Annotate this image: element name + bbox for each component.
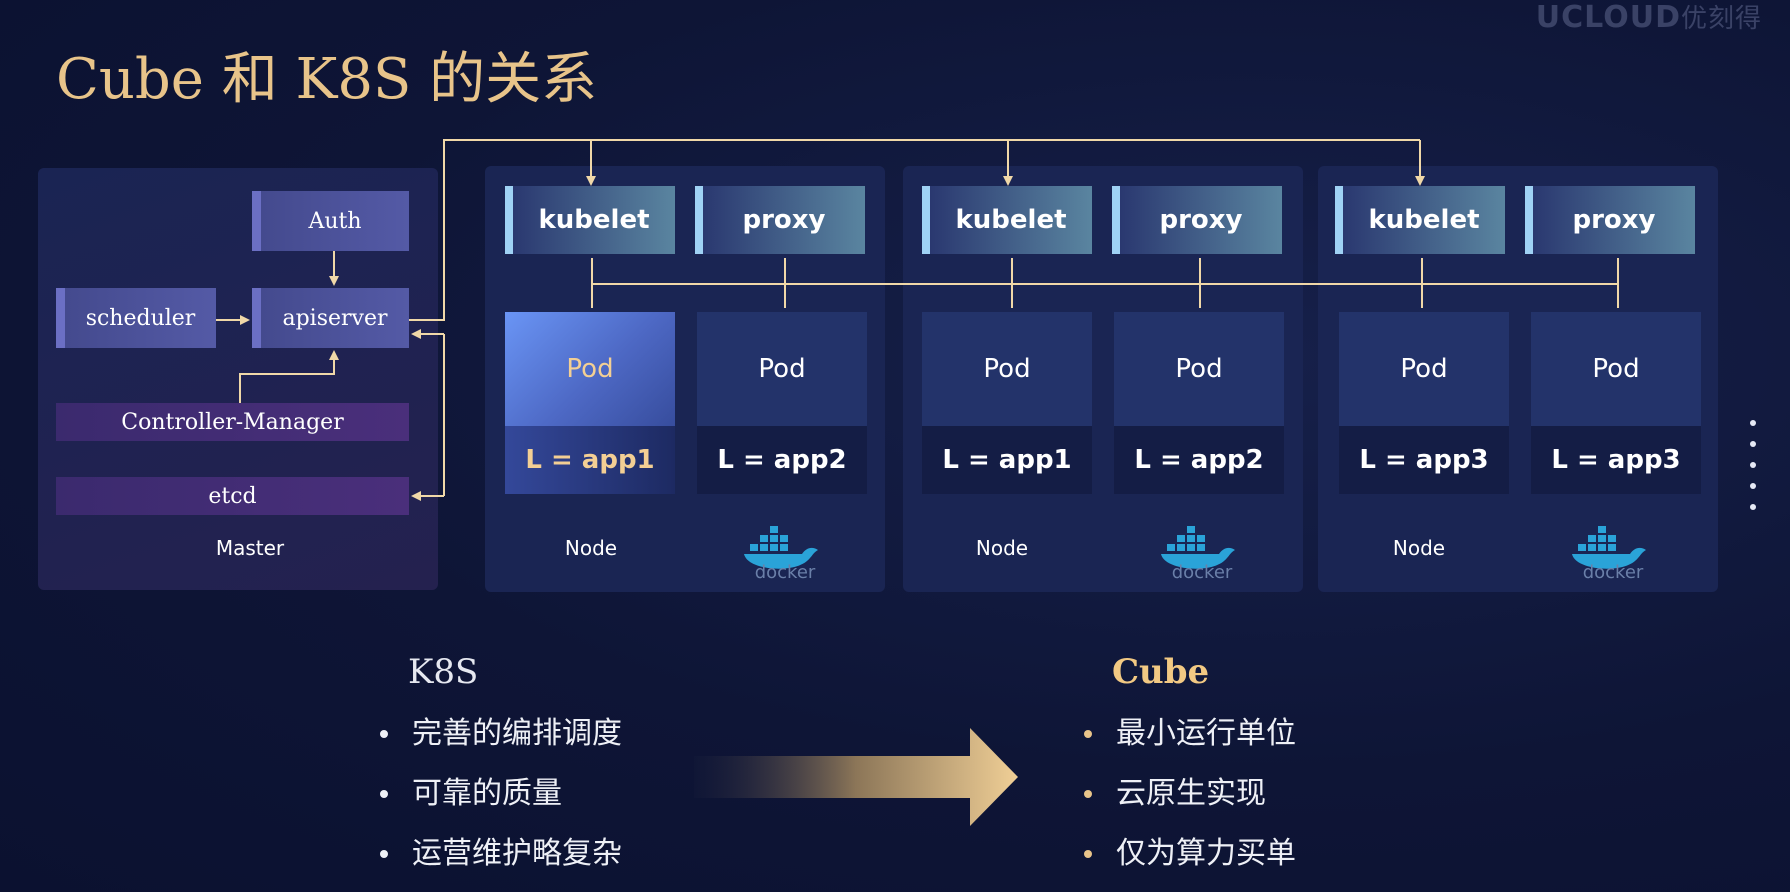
cube-title: Cube [1112,652,1210,692]
kubelet-box-2: kubelet [922,186,1092,254]
pod-label: L = app1 [505,426,675,494]
transition-arrow [694,728,1018,826]
docker-icon: docker [1572,526,1646,580]
pod-label: L = app2 [1114,426,1284,494]
list-item: 云原生实现 [1084,764,1296,824]
kubelet-box-3: kubelet [1335,186,1505,254]
proxy-box-3: proxy [1525,186,1695,254]
pod-name: Pod [1175,354,1223,384]
list-item: 最小运行单位 [1084,704,1296,764]
list-item: 完善的编排调度 [380,704,622,764]
pod-3-2: Pod L = app3 [1531,312,1701,494]
list-item: 仅为算力买单 [1084,824,1296,884]
pod-name: Pod [1400,354,1448,384]
logo-cn: 优刻得 [1680,4,1762,34]
k8s-list: 完善的编排调度 可靠的质量 运营维护略复杂 [380,704,622,884]
auth-box: Auth [252,191,409,251]
pod-label: L = app1 [922,426,1092,494]
pod-name: Pod [566,354,614,384]
pod-2-2: Pod L = app2 [1114,312,1284,494]
pod-label: L = app2 [697,426,867,494]
cube-list: 最小运行单位 云原生实现 仅为算力买单 [1084,704,1296,884]
master-label: Master [215,536,285,560]
k8s-title: K8S [408,652,479,692]
pod-label: L = app3 [1531,426,1701,494]
node-label-1: Node [564,536,618,560]
docker-icon: docker [744,526,818,580]
pod-name: Pod [1592,354,1640,384]
logo-brand: UCLOUD [1535,0,1681,35]
pod-2-1: Pod L = app1 [922,312,1092,494]
docker-text: docker [755,562,816,580]
proxy-box-1: proxy [695,186,865,254]
pod-name: Pod [758,354,806,384]
list-item: 运营维护略复杂 [380,824,622,884]
page-title: Cube 和 K8S 的关系 [56,47,598,112]
node-label-2: Node [975,536,1029,560]
pod-1-1: Pod L = app1 [505,312,675,494]
docker-text: docker [1583,562,1644,580]
pod-3-1: Pod L = app3 [1339,312,1509,494]
node-label-3: Node [1392,536,1446,560]
kubelet-box-1: kubelet [505,186,675,254]
controller-manager-bar: Controller-Manager [56,403,409,441]
etcd-bar: etcd [56,477,409,515]
scheduler-box: scheduler [56,288,216,348]
pod-1-2: Pod L = app2 [697,312,867,494]
pod-label: L = app3 [1339,426,1509,494]
more-nodes-ellipsis [1750,420,1758,525]
ucloud-logo: UCLOUD优刻得 [1536,0,1762,35]
docker-text: docker [1172,562,1233,580]
pod-name: Pod [983,354,1031,384]
docker-icon: docker [1161,526,1235,580]
apiserver-box: apiserver [252,288,409,348]
proxy-box-2: proxy [1112,186,1282,254]
list-item: 可靠的质量 [380,764,622,824]
